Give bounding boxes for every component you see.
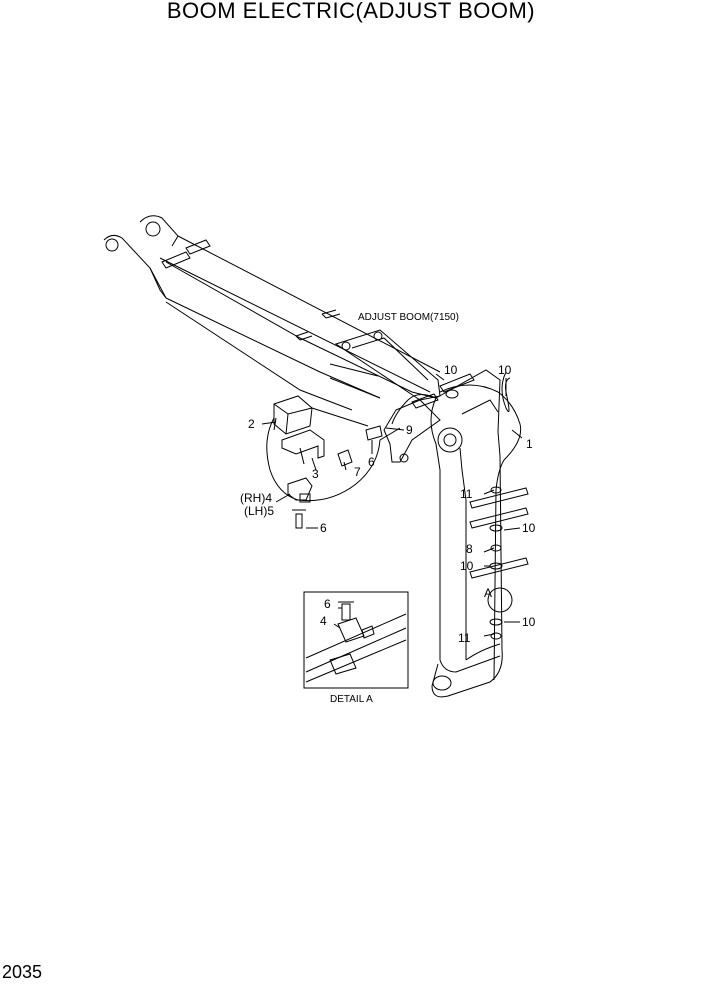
detail-caption: DETAIL A bbox=[330, 694, 373, 705]
callout-10-mid: 10 bbox=[522, 521, 536, 535]
callout-3: 3 bbox=[312, 467, 319, 481]
detail-callout-4: 4 bbox=[320, 614, 327, 628]
callout-8: 8 bbox=[466, 542, 473, 556]
callout-2: 2 bbox=[248, 417, 255, 431]
callout-11-bottom: 11 bbox=[458, 631, 471, 645]
boom-lower-arm bbox=[430, 369, 513, 698]
work-light-assembly bbox=[266, 395, 401, 529]
callout-4-rh: (RH)4 bbox=[240, 491, 272, 505]
callout-leaders bbox=[261, 373, 523, 637]
callout-10-left: 10 bbox=[460, 559, 474, 573]
callout-10-bottom: 10 bbox=[522, 615, 536, 629]
callout-6-lower: 6 bbox=[320, 521, 327, 535]
detail-reference-a: A bbox=[484, 586, 492, 600]
callout-9: 9 bbox=[406, 423, 413, 437]
callout-11-top: 11 bbox=[460, 487, 473, 501]
note-adjust-boom: ADJUST BOOM(7150) bbox=[358, 312, 459, 323]
callout-5-lh: (LH)5 bbox=[244, 504, 274, 518]
callout-10-top-left: 10 bbox=[444, 363, 458, 377]
callout-6-upper: 6 bbox=[368, 455, 375, 469]
boom-mid-bracket bbox=[334, 329, 475, 463]
harness-lower bbox=[391, 371, 529, 681]
page-title: BOOM ELECTRIC(ADJUST BOOM) bbox=[166, 0, 536, 23]
detail-a-inset bbox=[303, 591, 409, 689]
callout-7: 7 bbox=[354, 465, 361, 479]
callout-1: 1 bbox=[526, 437, 533, 451]
callout-10-top-right: 10 bbox=[498, 363, 512, 377]
boom-upper-arm bbox=[103, 215, 441, 411]
page-number: 2035 bbox=[2, 962, 43, 982]
detail-callout-6: 6 bbox=[324, 597, 331, 611]
